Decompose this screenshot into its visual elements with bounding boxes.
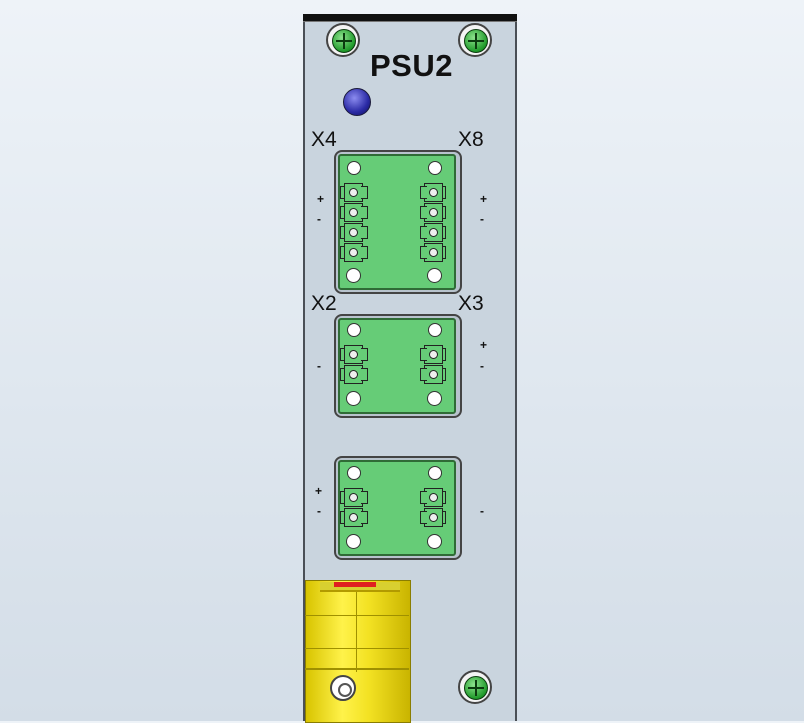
x3-terminal-1 bbox=[420, 345, 450, 364]
bottom-right-screw-icon bbox=[458, 670, 492, 704]
x8-terminal-4 bbox=[420, 243, 450, 262]
mount-hole bbox=[347, 161, 361, 175]
connector-label-x4: X4 bbox=[311, 128, 337, 151]
fuse-seam bbox=[356, 592, 357, 672]
x8-terminal-2 bbox=[420, 203, 450, 222]
fuse-holder-icon[interactable] bbox=[305, 580, 411, 723]
mount-hole bbox=[346, 534, 361, 549]
x4-terminal-4 bbox=[340, 243, 370, 262]
x4-terminal-1 bbox=[340, 183, 370, 202]
mount-hole bbox=[428, 466, 442, 480]
x2-terminal-1 bbox=[340, 345, 370, 364]
polarity-sign: + bbox=[315, 484, 323, 498]
mount-hole bbox=[346, 268, 361, 283]
top-left-screw-icon bbox=[326, 23, 360, 57]
connector-block-x4-x8 bbox=[338, 154, 456, 290]
lower-right-terminal-1 bbox=[420, 488, 450, 507]
mount-hole bbox=[427, 534, 442, 549]
mount-hole bbox=[347, 323, 361, 337]
connector-label-x3: X3 bbox=[458, 292, 484, 315]
top-right-screw-icon bbox=[458, 23, 492, 57]
connector-label-x2: X2 bbox=[311, 292, 337, 315]
connector-label-x8: X8 bbox=[458, 128, 484, 151]
polarity-sign: - bbox=[317, 359, 321, 373]
x4-terminal-2 bbox=[340, 203, 370, 222]
polarity-sign: - bbox=[317, 504, 321, 518]
mount-hole bbox=[427, 268, 442, 283]
fuse-indicator bbox=[334, 582, 376, 587]
mount-hole bbox=[346, 391, 361, 406]
polarity-sign: + bbox=[480, 338, 488, 352]
polarity-sign: - bbox=[480, 212, 484, 226]
x4-terminal-3 bbox=[340, 223, 370, 242]
mount-hole bbox=[428, 161, 442, 175]
polarity-sign: - bbox=[317, 212, 321, 226]
lower-left-terminal-1 bbox=[340, 488, 370, 507]
polarity-sign: - bbox=[480, 359, 484, 373]
polarity-sign: + bbox=[480, 192, 488, 206]
fuse-holder-top bbox=[320, 582, 400, 592]
lower-right-terminal-2 bbox=[420, 508, 450, 527]
mount-hole bbox=[427, 391, 442, 406]
module-title: PSU2 bbox=[370, 48, 453, 83]
mount-hole bbox=[428, 323, 442, 337]
x3-terminal-2 bbox=[420, 365, 450, 384]
fuse-release-screw-icon[interactable] bbox=[330, 675, 356, 701]
lower-left-terminal-2 bbox=[340, 508, 370, 527]
x8-terminal-3 bbox=[420, 223, 450, 242]
fuse-ridge bbox=[305, 668, 409, 670]
fuse-ridge bbox=[305, 648, 409, 649]
polarity-sign: + bbox=[317, 192, 325, 206]
x8-terminal-1 bbox=[420, 183, 450, 202]
fuse-ridge bbox=[305, 615, 409, 616]
polarity-sign: - bbox=[480, 504, 484, 518]
x2-terminal-2 bbox=[340, 365, 370, 384]
panel-top-edge bbox=[303, 14, 517, 22]
mount-hole bbox=[347, 466, 361, 480]
led-indicator-icon bbox=[343, 88, 371, 116]
